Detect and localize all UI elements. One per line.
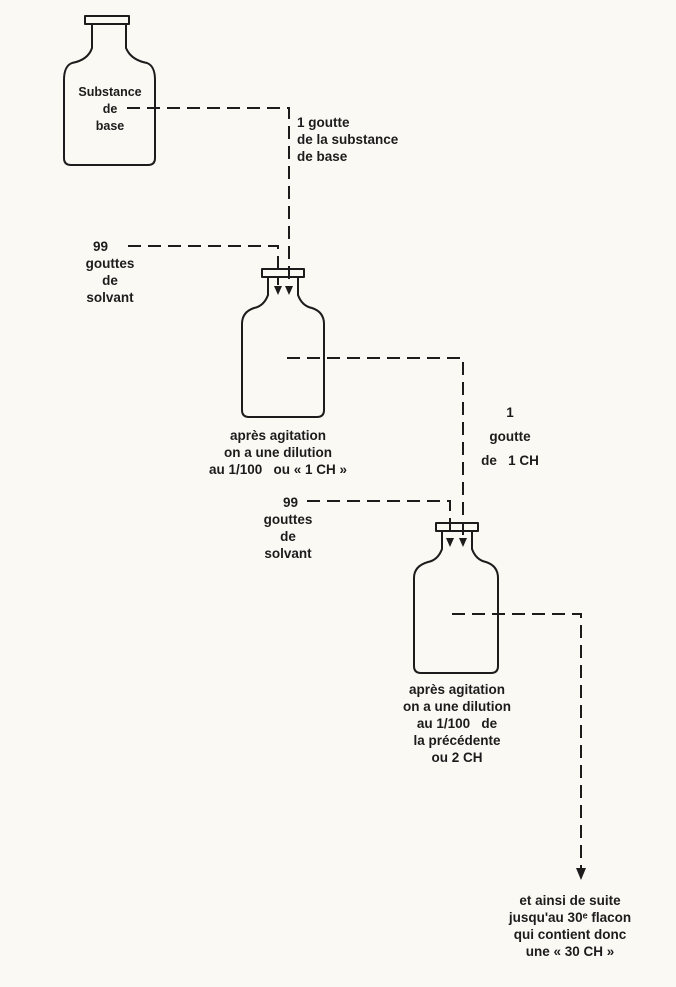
arrowhead-icon bbox=[274, 286, 282, 295]
arrowhead-icon bbox=[576, 868, 586, 880]
second-dilution-bottle bbox=[414, 523, 498, 673]
conclusion-label: et ainsi de suite jusqu'au 30ᵉ flacon qu… bbox=[470, 892, 670, 960]
drop-from-base-label: 1 goutte de la substance de base bbox=[297, 114, 398, 165]
drop-from-1ch-label: 1 goutte de 1 CH bbox=[460, 401, 560, 473]
arrowhead-icon bbox=[459, 538, 467, 547]
result-first-label: après agitation on a une dilution au 1/1… bbox=[173, 427, 383, 478]
first-dilution-bottle bbox=[242, 269, 324, 417]
source-bottle-label: Substance de base bbox=[60, 84, 160, 135]
arrowhead-icon bbox=[285, 286, 293, 295]
solvent-second-label: 99 gouttes de solvant bbox=[228, 494, 348, 562]
arrowhead-icon bbox=[446, 538, 454, 547]
solvent-first-label: 99 gouttes de solvant bbox=[50, 238, 170, 306]
result-second-label: après agitation on a une dilution au 1/1… bbox=[357, 681, 557, 766]
